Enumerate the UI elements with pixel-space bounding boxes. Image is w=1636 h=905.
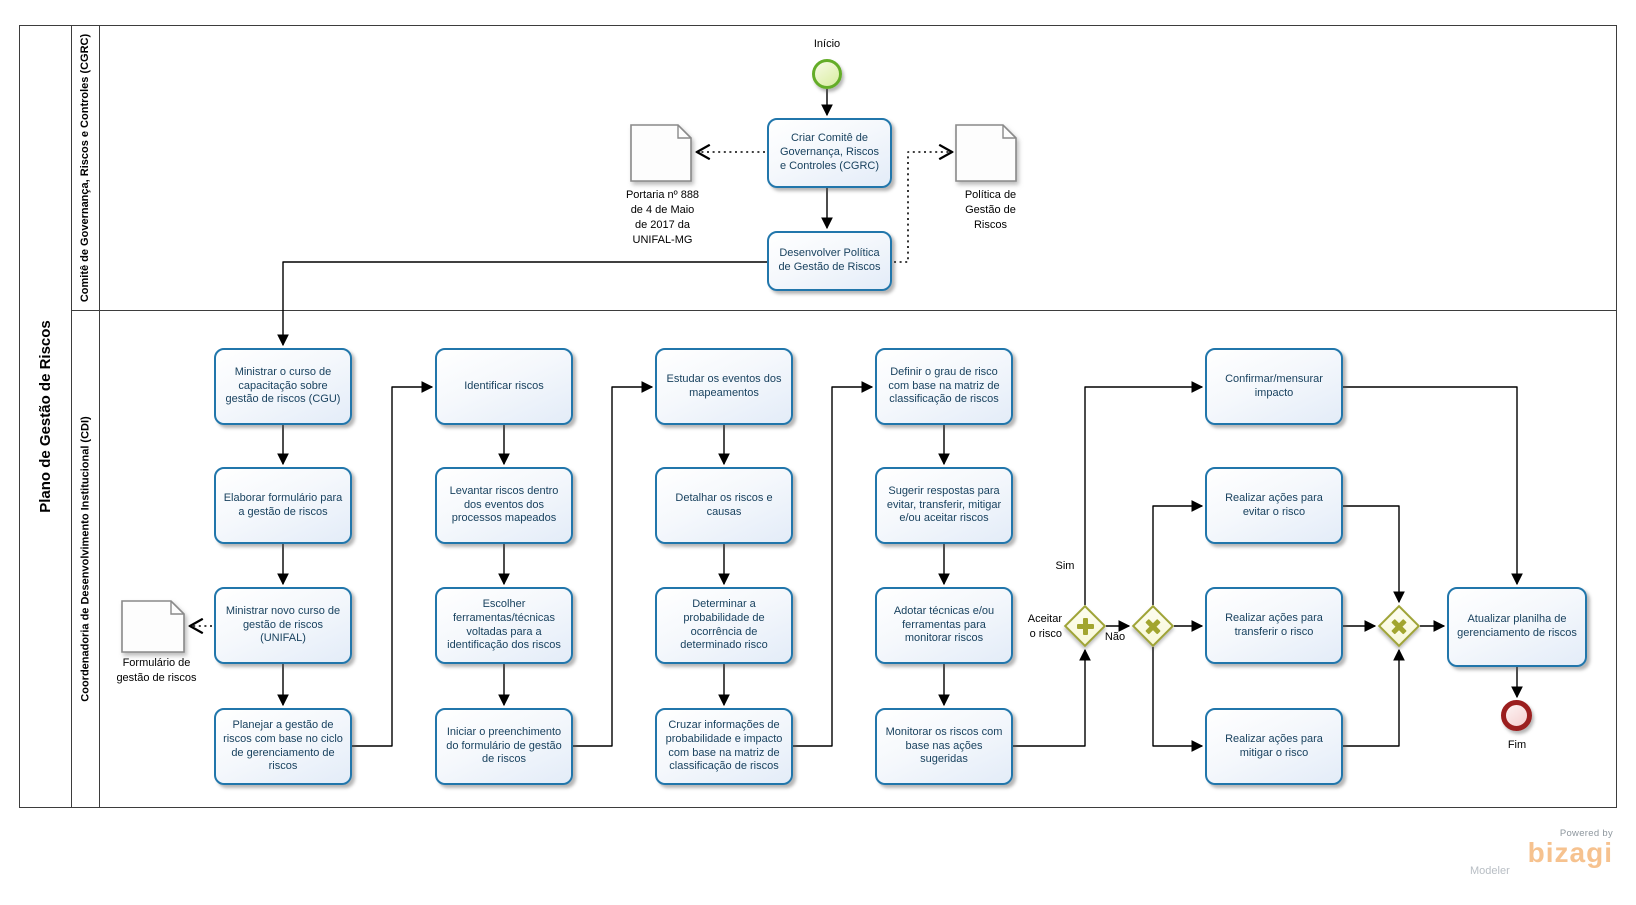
document-portaria-icon[interactable] bbox=[630, 124, 692, 187]
document-politica-icon[interactable] bbox=[955, 124, 1017, 187]
end-event[interactable] bbox=[1501, 700, 1532, 731]
bizagi-logo: bizagi bbox=[1527, 837, 1613, 868]
task-realizar-evitar[interactable]: Realizar ações para evitar o risco bbox=[1205, 467, 1343, 544]
pool-title-strip: Plano de Gestão de Riscos bbox=[19, 25, 72, 808]
start-event-label: Início bbox=[813, 38, 841, 50]
lane-divider bbox=[72, 310, 1617, 311]
task-iniciar-preenchimento[interactable]: Iniciar o preenchimento do formulário de… bbox=[435, 708, 573, 785]
task-ministrar-curso-cgu[interactable]: Ministrar o curso de capacitação sobre g… bbox=[214, 348, 352, 425]
task-determinar-probabilidade[interactable]: Determinar a probabilidade de ocorrência… bbox=[655, 587, 793, 664]
document-portaria-label: Portaria nº 888 de 4 de Maio de 2017 da … bbox=[625, 189, 700, 246]
task-realizar-mitigar[interactable]: Realizar ações para mitigar o risco bbox=[1205, 708, 1343, 785]
task-confirmar-impacto[interactable]: Confirmar/mensurar impacto bbox=[1205, 348, 1343, 425]
lane-label-cdi: Coordenadoria de Desenvolvimento Institu… bbox=[79, 416, 92, 702]
task-escolher-ferramentas[interactable]: Escolher ferramentas/técnicas voltadas p… bbox=[435, 587, 573, 664]
task-elaborar-formulario[interactable]: Elaborar formulário para a gestão de ris… bbox=[214, 467, 352, 544]
task-adotar-tecnicas[interactable]: Adotar técnicas e/ou ferramentas para mo… bbox=[875, 587, 1013, 664]
document-politica-label: Política de Gestão de Riscos bbox=[964, 189, 1017, 231]
lane-label-cgrc: Comitê de Governança, Riscos e Controles… bbox=[79, 33, 92, 302]
flow-label-sim: Sim bbox=[1055, 560, 1075, 572]
task-criar-comite[interactable]: Criar Comitê de Governança, Riscos e Con… bbox=[767, 118, 892, 188]
start-event[interactable] bbox=[812, 59, 842, 89]
task-definir-grau[interactable]: Definir o grau de risco com base na matr… bbox=[875, 348, 1013, 425]
task-cruzar-informacoes[interactable]: Cruzar informações de probabilidade e im… bbox=[655, 708, 793, 785]
pool-title: Plano de Gestão de Riscos bbox=[36, 320, 54, 513]
task-estudar-eventos[interactable]: Estudar os eventos dos mapeamentos bbox=[655, 348, 793, 425]
task-planejar-gestao[interactable]: Planejar a gestão de riscos com base no … bbox=[214, 708, 352, 785]
task-levantar-riscos[interactable]: Levantar riscos dentro dos eventos dos p… bbox=[435, 467, 573, 544]
bizagi-product-text: Modeler bbox=[1470, 865, 1510, 877]
task-identificar-riscos[interactable]: Identificar riscos bbox=[435, 348, 573, 425]
task-detalhar-riscos[interactable]: Detalhar os riscos e causas bbox=[655, 467, 793, 544]
task-monitorar-riscos[interactable]: Monitorar os riscos com base nas ações s… bbox=[875, 708, 1013, 785]
task-ministrar-curso-unifal[interactable]: Ministrar novo curso de gestão de riscos… bbox=[214, 587, 352, 664]
document-formulario-label: Formulário de gestão de riscos bbox=[116, 657, 197, 684]
lane-label-strip-cdi: Coordenadoria de Desenvolvimento Institu… bbox=[72, 310, 100, 808]
pool-border bbox=[19, 25, 1617, 808]
task-desenvolver-politica[interactable]: Desenvolver Política de Gestão de Riscos bbox=[767, 231, 892, 291]
document-formulario-icon[interactable] bbox=[121, 600, 185, 658]
gateway-aceitar-label: Aceitar o risco bbox=[1027, 613, 1062, 640]
bizagi-branding: Powered by bizagi Modeler bbox=[1470, 828, 1613, 877]
lane-label-strip-cgrc: Comitê de Governança, Riscos e Controles… bbox=[72, 25, 100, 310]
task-sugerir-respostas[interactable]: Sugerir respostas para evitar, transferi… bbox=[875, 467, 1013, 544]
powered-by-text: Powered by bbox=[1559, 828, 1613, 839]
end-event-label: Fim bbox=[1507, 739, 1527, 751]
flow-label-nao: Não bbox=[1104, 631, 1126, 643]
task-atualizar-planilha[interactable]: Atualizar planilha de gerenciamento de r… bbox=[1447, 587, 1587, 667]
task-realizar-transferir[interactable]: Realizar ações para transferir o risco bbox=[1205, 587, 1343, 664]
